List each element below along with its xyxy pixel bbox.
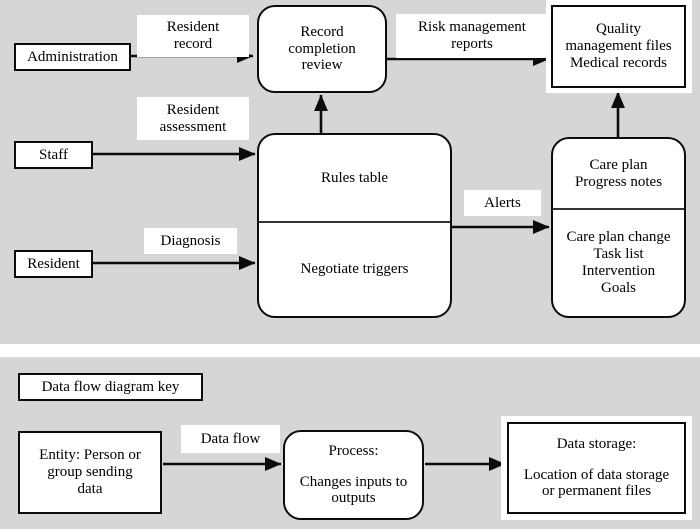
diagram-key-title-box: Data flow diagram key (18, 373, 203, 401)
process-record-completion-review-line-2: completion (288, 40, 356, 57)
key-entity-box[interactable]: Entity: Person or group sending data (18, 431, 162, 514)
entity-administration[interactable]: Administration (14, 43, 131, 71)
flow-label-alerts-text: Alerts (484, 194, 521, 211)
store-care-plan-top-line-2: Progress notes (574, 173, 663, 190)
store-quality-management-files-line-1: Quality (596, 21, 641, 38)
entity-staff[interactable]: Staff (14, 141, 93, 169)
diagram-key-title-label: Data flow diagram key (41, 378, 180, 395)
store-quality-management-files[interactable]: Quality management files Medical records (551, 5, 686, 88)
key-data-flow-label-text: Data flow (200, 430, 261, 447)
key-data-storage-body-line-2: or permanent files (541, 483, 652, 500)
flow-label-resident-record-line-1: Resident (166, 19, 220, 36)
store-care-plan-bottom-line-1: Care plan change (566, 229, 671, 246)
key-data-storage-box[interactable]: Data storage: Location of data storage o… (507, 422, 686, 514)
flow-label-risk-management-reports: Risk management reports (396, 14, 548, 58)
process-rules-table-cell[interactable]: Rules table (259, 135, 450, 223)
flow-label-diagnosis: Diagnosis (144, 228, 237, 254)
store-care-plan-top-line-1: Care plan (589, 156, 648, 173)
store-care-plan-bottom-line-3: Intervention (581, 263, 656, 279)
process-negotiate-triggers-cell[interactable]: Negotiate triggers (259, 223, 450, 316)
flow-label-resident-record-line-2: record (173, 36, 213, 52)
flow-label-diagnosis-text: Diagnosis (160, 232, 221, 249)
store-quality-management-files-line-2: management files (565, 38, 672, 55)
key-process-body-line-1: Changes inputs to (299, 473, 408, 490)
process-rules-table-negotiate-triggers[interactable]: Rules table Negotiate triggers (257, 133, 452, 318)
key-entity-line-3: data (77, 480, 103, 497)
flow-label-risk-management-reports-line-2: reports (451, 36, 493, 52)
flow-label-risk-management-reports-line-1: Risk management (418, 19, 526, 36)
store-care-plan-top-cell[interactable]: Care plan Progress notes (553, 139, 684, 210)
entity-resident[interactable]: Resident (14, 250, 93, 278)
flow-label-resident-assessment-line-1: Resident (166, 101, 220, 118)
store-care-plan-bottom-line-4: Goals (601, 279, 636, 296)
store-care-plan-bottom-cell[interactable]: Care plan change Task list Intervention … (553, 210, 684, 316)
flow-label-resident-assessment: Resident assessment (137, 97, 249, 140)
key-data-storage-body-line-1: Location of data storage (523, 466, 670, 483)
flow-label-alerts: Alerts (464, 190, 541, 216)
process-rules-table-label: Rules table (320, 169, 389, 186)
store-care-plan-bottom-line-2: Task list (593, 246, 644, 263)
flow-label-resident-assessment-line-2: assessment (159, 118, 227, 135)
store-care-plan[interactable]: Care plan Progress notes Care plan chang… (551, 137, 686, 318)
entity-staff-label: Staff (39, 146, 68, 163)
flow-label-resident-record: Resident record (137, 15, 249, 57)
key-data-flow-label: Data flow (181, 425, 280, 453)
key-data-storage-title-line: Data storage: (556, 435, 637, 452)
process-negotiate-triggers-label: Negotiate triggers (300, 261, 409, 278)
key-process-title-line: Process: (328, 442, 379, 459)
entity-administration-label: Administration (27, 48, 118, 65)
key-entity-line-1: Entity: Person or (39, 447, 141, 464)
store-quality-management-files-line-3: Medical records (569, 54, 668, 71)
key-process-box[interactable]: Process: Changes inputs to outputs (283, 430, 424, 520)
process-record-completion-review[interactable]: Record completion review (257, 5, 387, 93)
process-record-completion-review-line-1: Record (300, 23, 344, 40)
entity-resident-label: Resident (27, 255, 80, 272)
process-record-completion-review-line-3: review (301, 57, 343, 74)
key-entity-line-2: group sending (47, 464, 133, 481)
key-process-body-line-2: outputs (331, 490, 376, 507)
